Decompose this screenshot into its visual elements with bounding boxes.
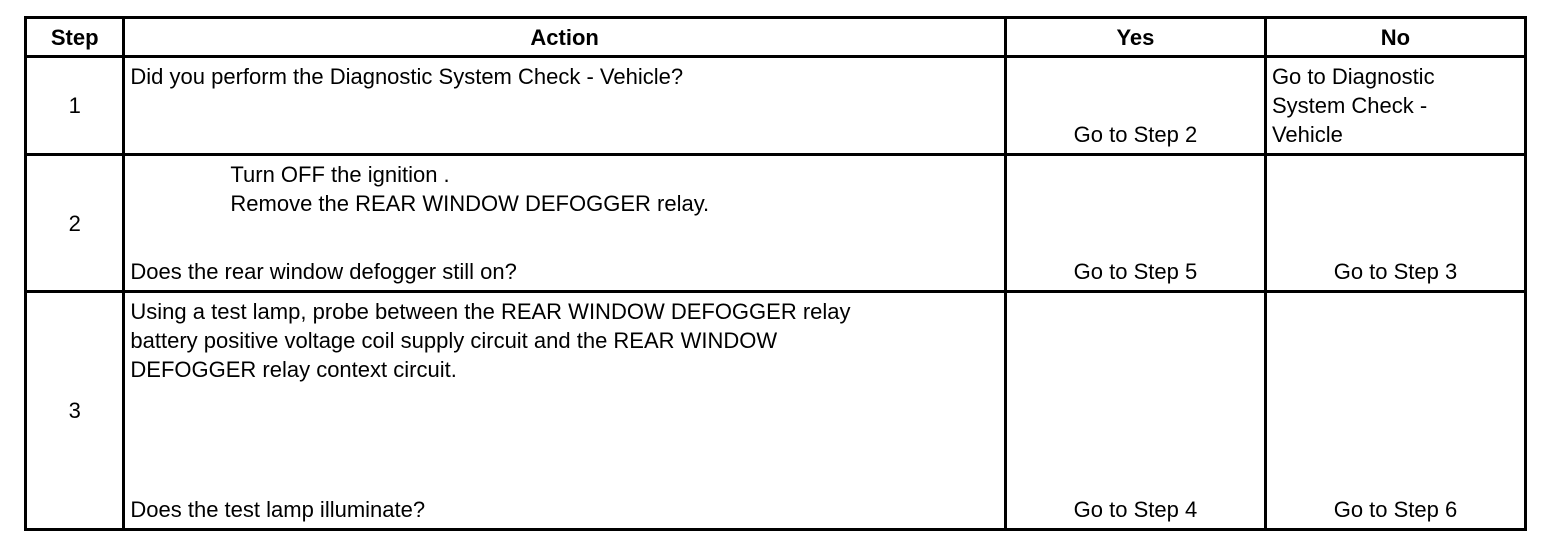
- diagnostic-table: Step Action Yes No 1 Did you perform the…: [23, 16, 1528, 532]
- no-result: Go to Diagnostic System Check - Vehicle: [1263, 54, 1528, 157]
- action-question: Did you perform the Diagnostic System Ch…: [130, 64, 684, 89]
- table-row: 1 Did you perform the Diagnostic System …: [23, 54, 1528, 157]
- no-result: Go to Step 3: [1263, 153, 1528, 293]
- no-result: Go to Step 6: [1263, 289, 1528, 532]
- action-cell: Using a test lamp, probe between the REA…: [122, 289, 1007, 532]
- table-row: 3 Using a test lamp, probe between the R…: [23, 289, 1528, 532]
- action-question: Does the rear window defogger still on?: [130, 258, 517, 284]
- header-yes: Yes: [1003, 16, 1267, 58]
- header-action: Action: [122, 16, 1007, 58]
- action-cell: Turn OFF the ignition . Remove the REAR …: [122, 153, 1007, 293]
- action-instructions: Turn OFF the ignition . Remove the REAR …: [230, 162, 710, 217]
- step-number: 1: [23, 54, 126, 157]
- yes-result: Go to Step 2: [1003, 54, 1267, 157]
- yes-result: Go to Step 4: [1003, 289, 1267, 532]
- step-number: 3: [23, 289, 126, 532]
- table-header-row: Step Action Yes No: [23, 16, 1528, 58]
- header-no: No: [1263, 16, 1528, 58]
- header-step: Step: [23, 16, 126, 58]
- action-question: Does the test lamp illuminate?: [130, 497, 426, 522]
- no-result-text: Go to Diagnostic System Check - Vehicle: [1271, 64, 1435, 147]
- yes-result: Go to Step 5: [1003, 153, 1267, 293]
- action-instructions: Using a test lamp, probe between the REA…: [130, 298, 851, 382]
- step-number: 2: [23, 153, 126, 293]
- table-row: 2 Turn OFF the ignition . Remove the REA…: [23, 153, 1528, 293]
- action-cell: Did you perform the Diagnostic System Ch…: [122, 54, 1007, 157]
